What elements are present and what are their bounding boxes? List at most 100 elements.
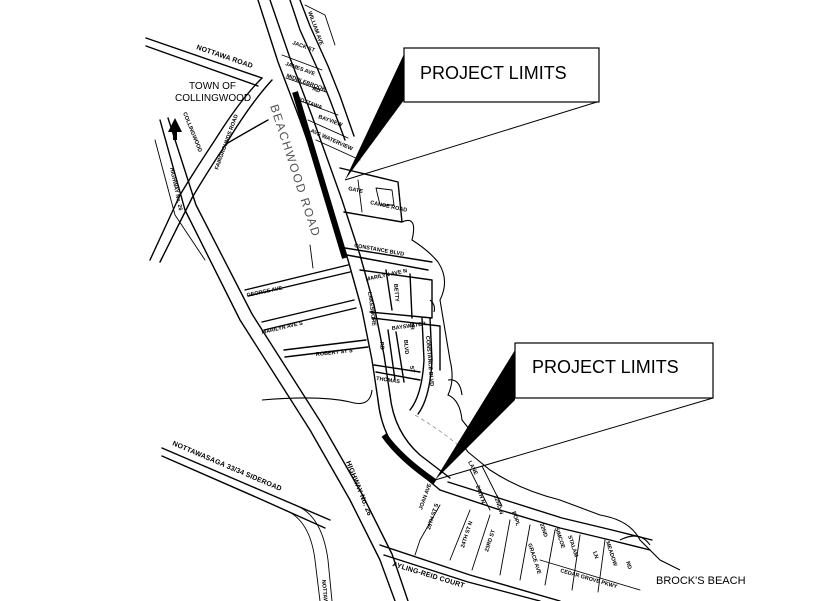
nottawa-road-line-2 <box>145 45 259 87</box>
bayview-line <box>307 119 349 139</box>
marilyn-s-line <box>261 299 355 323</box>
shore-line-main <box>401 219 681 571</box>
st-23rd-label: 23RD ST <box>484 529 497 553</box>
nottawasaga-north <box>161 447 331 521</box>
street-26 <box>449 509 471 561</box>
nottawa-bottom-label: NOTTAWA <box>320 580 328 601</box>
fairgrounds-road-w <box>179 77 263 196</box>
bayview-label: BAYVIEW <box>317 114 343 129</box>
constance-blvd-line <box>344 247 433 263</box>
connector-line <box>225 119 269 145</box>
st-26th-s-label: 26TH ST S <box>426 503 440 531</box>
st-22nd-label: 22ND <box>538 523 548 538</box>
sw-road-1 <box>149 194 181 261</box>
waterview <box>315 139 361 161</box>
shore-point <box>619 535 651 546</box>
joan-ave <box>414 504 441 556</box>
curve-east <box>389 394 451 479</box>
st-22nd-n-label: 22ND N <box>492 495 504 515</box>
james-ave <box>281 54 323 71</box>
constance-v-e <box>417 317 433 415</box>
lane-line <box>469 469 491 511</box>
dashed-boundary <box>414 414 459 446</box>
thomas-label: THOMAS <box>376 376 401 385</box>
street-simcoe <box>571 534 581 591</box>
river-line <box>261 389 373 405</box>
beachwood-road-west-edge <box>257 0 379 401</box>
nottawasaga-south <box>161 455 326 529</box>
callout-lower-label: PROJECT LIMITS <box>532 357 679 377</box>
sideroad-south-w <box>284 509 321 601</box>
town-label-line2: COLLINGWOOD <box>175 93 251 104</box>
thomas-line <box>373 364 421 373</box>
street-22 <box>544 529 556 586</box>
block-divider-2 <box>409 273 413 319</box>
constance-blvd-line-2 <box>346 254 429 271</box>
canoe-block <box>339 167 403 223</box>
blvd-label: BLVD <box>402 340 409 355</box>
st-24th-n-label: 24TH N <box>474 485 486 505</box>
popl-label: POPL <box>510 511 521 528</box>
ln-label: LN <box>591 551 599 560</box>
waterview-label: AVE WATERVIEW <box>309 128 354 152</box>
william-ave <box>304 4 336 46</box>
betty-label: BETTY <box>392 284 400 303</box>
street-23 <box>499 519 511 576</box>
rd-right-label: RD <box>624 561 632 570</box>
marilyn-s-line-2 <box>263 307 357 331</box>
stalam-label: STALAM <box>566 535 579 559</box>
jack-st-label: JACK ST <box>291 40 316 54</box>
george-ave-line <box>244 264 349 291</box>
rd-label: RD <box>378 342 385 350</box>
cedar-grove-label: CEDAR GROVE PKWY <box>559 568 618 590</box>
callout-upper: PROJECT LIMITS <box>344 47 600 181</box>
constance-v-w <box>409 317 425 411</box>
st-label: ST <box>408 365 415 374</box>
street-24 <box>471 514 491 571</box>
callout-lower: PROJECT LIMITS <box>434 342 714 481</box>
george-ave-line-2 <box>247 271 351 297</box>
canoe-divider <box>357 179 363 213</box>
thomas-line-2 <box>375 371 421 381</box>
road-network <box>145 0 653 601</box>
street-grace <box>519 524 531 581</box>
project-segments <box>292 91 437 485</box>
highway-26-west <box>159 119 396 601</box>
robert-line <box>283 339 367 351</box>
north-street-e <box>299 0 355 137</box>
north-street-w <box>289 0 346 141</box>
callout-upper-leader <box>344 101 598 181</box>
joan-ave-label: JOAN AVE <box>418 482 433 510</box>
shoreline <box>261 219 681 571</box>
highway-26-label: HIGHWAY No. 26 <box>344 460 372 517</box>
street-meadow <box>597 539 606 593</box>
callout-lower-leader <box>434 397 714 481</box>
nottawa-small <box>297 99 339 116</box>
meadow-label: MEADOW <box>604 541 618 568</box>
george-ave-label: GEORGE AVE <box>246 285 283 298</box>
nottawa-road-line <box>145 37 263 79</box>
gate-label: GATE <box>348 186 364 195</box>
project-segment-south <box>381 433 437 485</box>
highway-ramp <box>154 139 206 261</box>
se-main-w <box>439 489 651 551</box>
ayling-reid-line-1 <box>379 544 561 601</box>
highway-26-east <box>167 117 409 601</box>
marilyn-ave-s-label: MARILYN AVE S <box>261 321 304 336</box>
sideroad-south-e <box>294 504 333 601</box>
shore-inlet <box>429 299 436 313</box>
north-arrow-icon <box>168 118 182 132</box>
beach-label: BROCK'S BEACH <box>656 575 746 587</box>
lane-label: LANE <box>466 460 478 476</box>
beachwood-road-east-edge <box>269 0 391 396</box>
robert-line-2 <box>284 346 369 358</box>
north-arrow-stem <box>173 130 177 140</box>
middlebrook <box>285 77 327 93</box>
callout-lower-box <box>514 342 714 399</box>
block-divider-3 <box>387 329 396 381</box>
canoe-road-label: CANOE ROAD <box>370 200 408 214</box>
ayling-reid-line-2 <box>383 554 541 601</box>
shore-bay <box>447 379 463 396</box>
simcoe-label: SIMCOE <box>553 527 566 550</box>
